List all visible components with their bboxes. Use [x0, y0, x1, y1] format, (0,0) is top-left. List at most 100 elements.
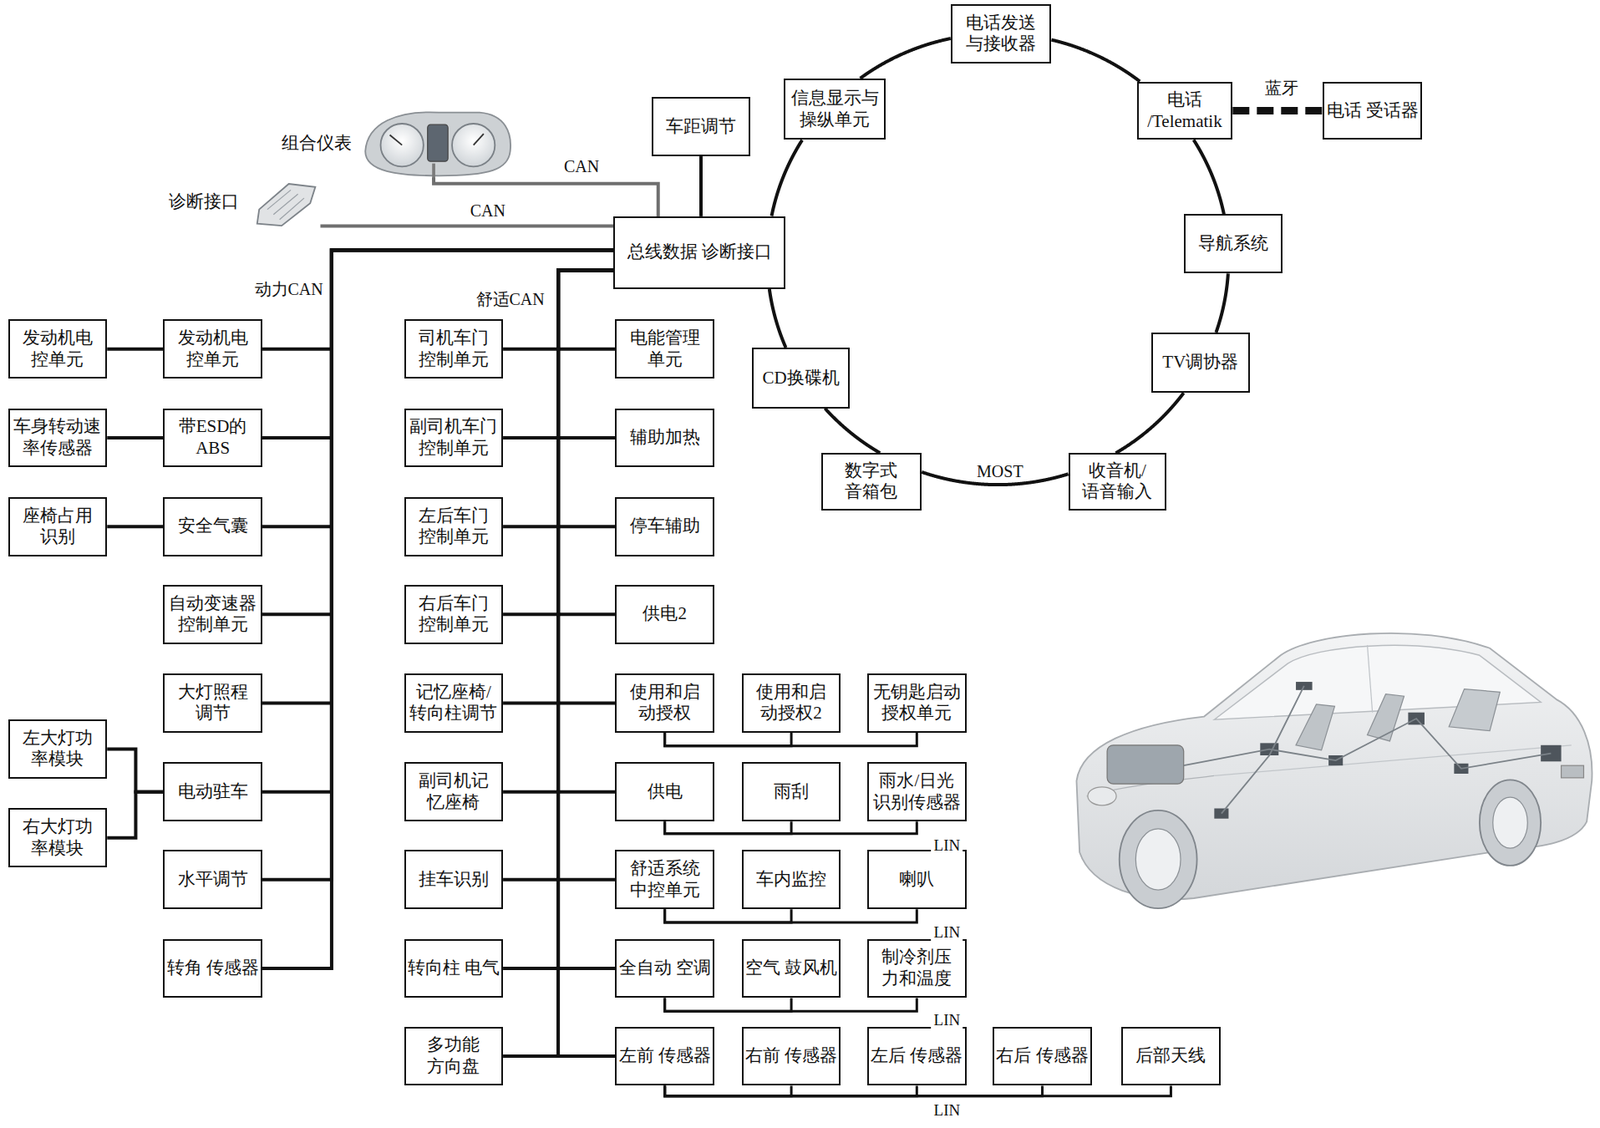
unit-label: 电话发送 与接收器	[954, 12, 1048, 56]
unit-box: 后部天线	[1121, 1026, 1220, 1087]
bluetooth-link	[1232, 106, 1322, 115]
unit-box: 带ESD的 ABS	[162, 408, 262, 468]
unit-box: CD换碟机	[751, 347, 850, 408]
unit-label: 后部天线	[1135, 1045, 1206, 1067]
unit-label: 制冷剂压 力和温度	[870, 946, 963, 990]
gauge-needle	[473, 133, 484, 145]
bus-line	[262, 249, 614, 969]
unit-box: 车身转动速 率传感器	[8, 408, 107, 468]
unit-box: 辅助加热	[614, 408, 714, 468]
bus-line	[1193, 139, 1225, 214]
unit-label: 右后 传感器	[995, 1045, 1088, 1067]
unit-label: 转角 传感器	[167, 957, 260, 980]
bus-label: MOST	[974, 462, 1027, 482]
unit-label: 挂车识别	[418, 868, 489, 891]
unit-box: 供电2	[614, 584, 714, 645]
rim	[1135, 828, 1181, 890]
diagnostic-plug	[257, 183, 316, 226]
unit-label: 左大灯功 率模块	[11, 727, 104, 771]
picture-caption: 组合仪表	[273, 110, 515, 178]
unit-box: 制冷剂压 力和温度	[867, 939, 966, 999]
bus-line	[1115, 392, 1184, 453]
unit-box: 无钥匙启动 授权单元	[867, 673, 966, 733]
unit-box: 收音机/ 语音输入	[1068, 452, 1167, 510]
bus-line	[665, 821, 918, 834]
bus-name: LIN	[931, 1010, 964, 1030]
unit-label: 副司机车门 控制单元	[407, 416, 500, 459]
unit-label: 使用和启 动授权2	[745, 681, 838, 725]
car-body	[1076, 633, 1592, 900]
cluster-display	[427, 124, 448, 162]
bus-line	[558, 270, 615, 615]
plug-pins	[279, 198, 305, 220]
unit-box: 自动变速器 控制单元	[162, 584, 262, 645]
unit-box: 全自动 空调	[614, 939, 714, 999]
bus-line	[1051, 40, 1140, 82]
unit-label: 副司机记 忆座椅	[407, 770, 500, 813]
cluster-housing	[365, 111, 511, 176]
bus-line	[665, 1085, 1043, 1096]
bus-line	[699, 156, 703, 217]
plug-body	[257, 183, 316, 226]
unit-box: 右后车门 控制单元	[404, 584, 503, 645]
bus-line	[665, 1085, 792, 1096]
unit-box: 电话发送 与接收器	[950, 4, 1052, 64]
unit-label: 组合仪表	[274, 132, 359, 155]
plug-pins	[267, 189, 291, 209]
bus-line	[665, 909, 792, 923]
unit-label: 雨水/日光 识别传感器	[870, 770, 963, 813]
unit-box: 左前 传感器	[614, 1026, 714, 1087]
bus-line	[558, 270, 615, 704]
unit-label: 大灯照程 调节	[166, 681, 259, 725]
unit-label: 左后车门 控制单元	[407, 505, 500, 549]
gauge	[452, 123, 495, 167]
unit-label: 数字式 音箱包	[824, 460, 919, 503]
unit-label: 右后车门 控制单元	[407, 593, 500, 636]
unit-box: 雨水/日光 识别传感器	[867, 761, 966, 822]
unit-label: 发动机电 控单元	[166, 327, 259, 371]
unit-label: 诊断接口	[162, 191, 245, 214]
unit-box: 挂车识别	[404, 849, 503, 910]
unit-label: 水平调节	[177, 868, 249, 891]
headlamp	[1087, 787, 1117, 806]
gauge-needle	[390, 134, 403, 145]
plug-pins	[273, 193, 298, 214]
bus-line	[665, 821, 792, 834]
bus-line	[262, 249, 614, 615]
bus-line	[558, 270, 615, 528]
bus-name: LIN	[931, 837, 964, 856]
unit-box: 总线数据 诊断接口	[613, 216, 786, 290]
bus-name: LIN	[931, 923, 964, 942]
unit-box: 左后车门 控制单元	[404, 497, 503, 557]
unit-box: 右前 传感器	[741, 1026, 841, 1087]
unit-label: 发动机电 控单元	[11, 327, 104, 371]
bus-name: 动力CAN	[252, 279, 326, 299]
unit-box: 使用和启 动授权	[614, 673, 714, 733]
bus-line	[106, 748, 163, 792]
unit-label: 司机车门 控制单元	[407, 327, 500, 371]
unit-box: 喇叭	[867, 849, 966, 910]
bus-line	[665, 732, 792, 747]
bus-line	[665, 732, 918, 747]
unit-box: 多功能 方向盘	[404, 1026, 503, 1087]
unit-label: 信息显示与 操纵单元	[787, 87, 883, 131]
unit-label: 导航系统	[1198, 233, 1269, 255]
unit-label: 电动驻车	[177, 781, 249, 803]
unit-label: 舒适系统 中控单元	[618, 858, 711, 901]
car-pillar	[1367, 645, 1373, 713]
bus-line	[558, 270, 615, 1057]
unit-label: 自动变速器 控制单元	[166, 593, 259, 636]
unit-label: 带ESD的 ABS	[166, 416, 259, 459]
unit-box: 右大灯功 率模块	[8, 807, 107, 868]
control-module	[1295, 681, 1313, 691]
bus-line	[665, 997, 918, 1011]
unit-box: 发动机电 控单元	[8, 319, 107, 379]
bus-line	[106, 524, 163, 529]
unit-label: 右前 传感器	[745, 1045, 838, 1067]
bus-line	[262, 249, 614, 880]
bus-line	[558, 270, 615, 350]
engine	[1107, 745, 1184, 784]
bus-label: CAN	[467, 200, 508, 220]
bus-line	[1215, 273, 1228, 333]
